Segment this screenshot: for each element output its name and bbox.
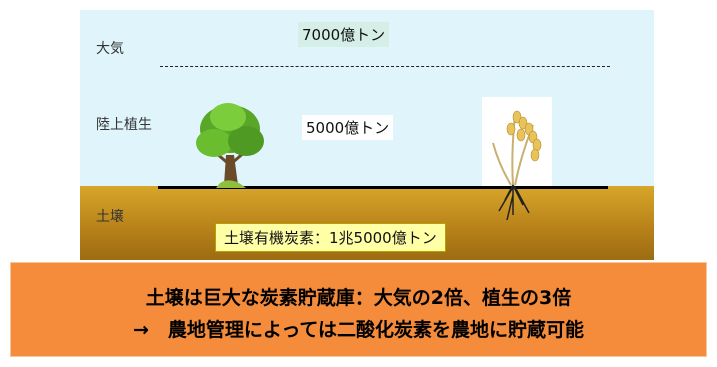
summary-line-2: → 農地管理によっては二酸化炭素を農地に貯蔵可能 [132, 319, 585, 341]
vegetation-carbon-amount: 5000億トン [302, 115, 394, 140]
ground-line [158, 186, 608, 189]
tree-icon [196, 103, 264, 188]
vegetation-label: 陸上植生 [96, 117, 152, 133]
atmosphere-carbon-amount: 7000億トン [298, 22, 390, 47]
atmosphere-label: 大気 [96, 41, 124, 57]
rice-plant-icon [492, 110, 542, 221]
atmosphere-boundary-line [160, 66, 610, 67]
summary-line-1: 土壌は巨大な炭素貯蔵庫：大気の2倍、植生の3倍 [145, 287, 572, 309]
summary-banner: 土壌は巨大な炭素貯蔵庫：大気の2倍、植生の3倍 → 農地管理によっては二酸化炭素… [10, 262, 707, 357]
soil-carbon-label: 土壌有機炭素：1兆5000億トン [215, 223, 446, 252]
carbon-storage-diagram: 大気 陸上植生 土壌 7000億トン 5000億トン 土壌有機炭素：1兆5000… [80, 10, 654, 260]
soil-label: 土壌 [96, 209, 124, 225]
